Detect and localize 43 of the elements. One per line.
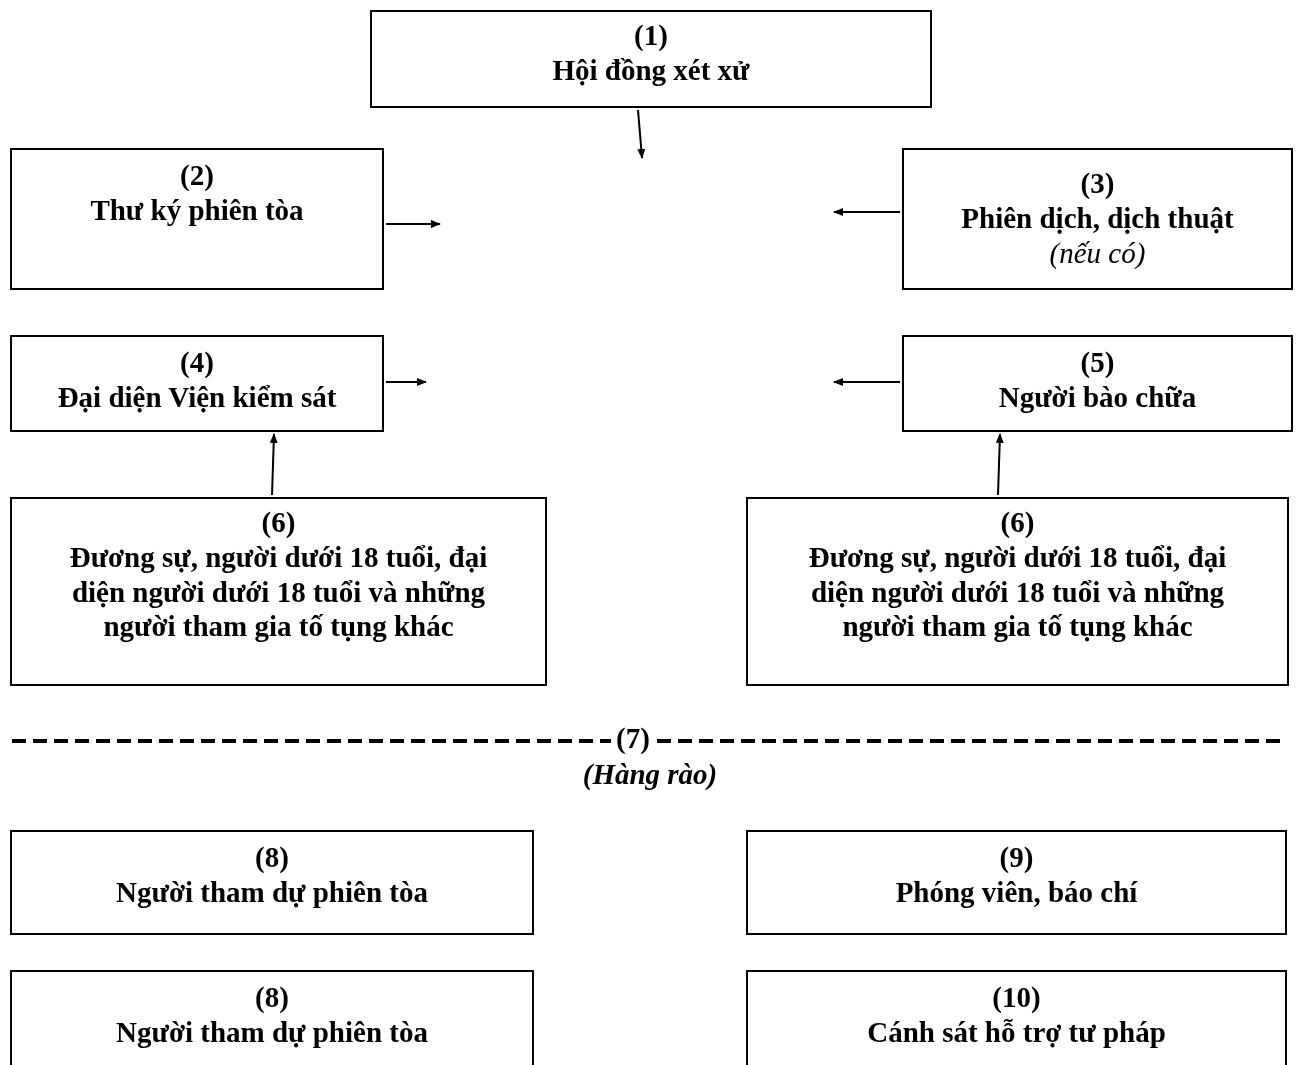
box-title: Hội đồng xét xử: [551, 52, 751, 88]
caption-text: (Hàng rào): [581, 758, 719, 791]
process-box: [10, 970, 534, 1065]
arrow: [385, 220, 441, 228]
process-box: [10, 148, 384, 290]
process-box: [902, 148, 1293, 290]
box-title: Người tham dự phiên tòa: [115, 874, 429, 910]
box-title: Đương sự, người dưới 18 tuổi, đại diện người dưới 18 tuổi và những người tham gia tố tụng khác: [807, 539, 1228, 645]
box-title: Phóng viên, báo chí: [894, 874, 1139, 910]
number-label: (1): [633, 18, 669, 53]
number-label: (9): [998, 840, 1035, 875]
number-label: (4): [179, 345, 215, 380]
box-title: Phiên dịch, dịch thuật: [960, 200, 1235, 236]
process-box: [10, 497, 547, 686]
box-title: Đại diện Viện kiểm sát: [56, 379, 338, 415]
box-title: Người bào chữa: [997, 379, 1198, 415]
number-label: (10): [991, 980, 1042, 1015]
process-box: [10, 335, 384, 432]
arrow: [637, 109, 646, 159]
arrow: [269, 433, 278, 496]
arrow: [385, 378, 427, 386]
box-title: Người tham dự phiên tòa: [115, 1014, 429, 1050]
process-box: [746, 970, 1287, 1065]
box-title: Cánh sát hỗ trợ tư pháp: [866, 1014, 1167, 1050]
process-box: [746, 497, 1289, 686]
number-label: (7): [615, 722, 651, 755]
process-box: [10, 830, 534, 935]
note-text: (nếu có): [1048, 235, 1147, 271]
number-label: (3): [1079, 166, 1116, 201]
arrow: [833, 208, 901, 216]
number-label: (8): [254, 840, 290, 875]
box-title: Thư ký phiên tòa: [89, 192, 305, 228]
box-title: Đương sự, người dưới 18 tuổi, đại diện người dưới 18 tuổi và những người tham gia tố tụng khác: [68, 539, 489, 645]
arrow: [833, 378, 901, 386]
process-box: [902, 335, 1293, 432]
process-box: [746, 830, 1287, 935]
number-label: (6): [999, 505, 1036, 540]
number-label: (5): [1079, 345, 1116, 380]
number-label: (6): [260, 505, 297, 540]
number-label: (2): [179, 158, 215, 193]
arrow: [995, 433, 1004, 496]
number-label: (8): [254, 980, 290, 1015]
process-box: [370, 10, 932, 108]
